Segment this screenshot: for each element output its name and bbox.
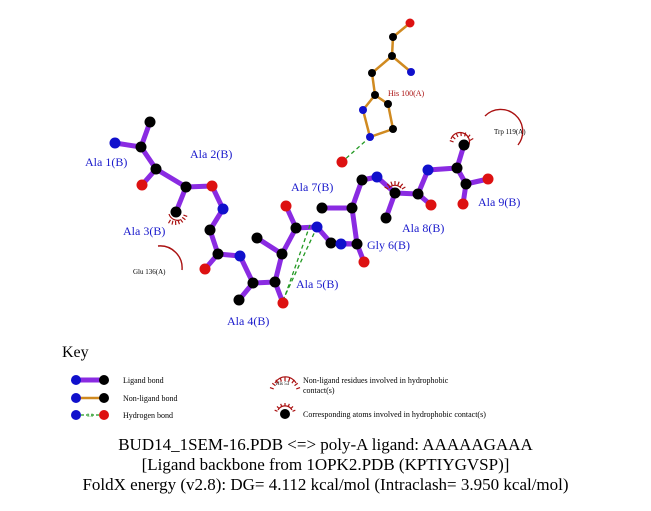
hydrophobic-tick: [271, 382, 276, 387]
hydrogen-bonds: [282, 136, 371, 301]
label-gly6: Gly 6(B): [367, 238, 410, 252]
hydrophobic-tick: [288, 377, 291, 382]
key-hydrophobic-sample: His 53: [276, 382, 290, 387]
hydrophobic-tick: [464, 132, 467, 137]
hydrophobic-tick: [399, 183, 404, 188]
hydrophobic-tick: [449, 139, 454, 143]
caption-line-1: BUD14_1SEM-16.PDB <=> poly-A ligand: AAA…: [118, 435, 533, 454]
key-hydrophobic-line1: Non-ligand residues involved in hydropho…: [303, 376, 449, 385]
label-ala1: Ala 1(B): [85, 155, 127, 169]
hydrophobic-tick: [469, 137, 474, 142]
hydrophobic-tick: [275, 379, 279, 384]
key-hbond-distance: 3.0: [87, 414, 94, 419]
label-his100: His 100(A): [388, 89, 425, 98]
hydrophobic-tick: [183, 214, 188, 218]
non-ligand-bonds: [361, 21, 413, 139]
atoms: [109, 18, 494, 309]
corresponding-atom-arcs: [167, 131, 474, 226]
hydrophobic-tick: [171, 220, 174, 225]
hydrophobic-tick: [274, 409, 278, 412]
hydrophobic-tick: [451, 135, 456, 140]
hydrophobic-tick: [296, 386, 301, 390]
hydrophobic-tick: [177, 220, 181, 225]
hydrophobic-arc-glu136: [157, 245, 183, 271]
hydrophobic-tick: [269, 386, 274, 390]
hydrophobic-tick: [167, 219, 172, 224]
label-ala5: Ala 5(B): [296, 277, 338, 291]
label-ala2: Ala 2(B): [190, 147, 232, 161]
caption-line-2: [Ligand backbone from 1OPK2.PDB (KPTIYGV…: [141, 455, 510, 474]
label-ala9: Ala 9(B): [478, 195, 520, 209]
hydrophobic-tick: [455, 133, 459, 138]
key-legend: Key Ligand bond Non-ligand bond 3.0 Hydr…: [62, 344, 486, 420]
hydrophobic-tick: [467, 134, 471, 139]
key-corresponding-label: Corresponding atoms involved in hydropho…: [303, 410, 486, 419]
hydrophobic-tick: [397, 181, 400, 186]
label-ala8: Ala 8(B): [402, 221, 444, 235]
label-glu136: Glu 136(A): [133, 268, 166, 276]
hydrophobic-tick: [384, 186, 389, 190]
hydrophobic-tick: [181, 216, 186, 221]
hydrophobic-tick: [292, 409, 296, 412]
hydrophobic-tick: [279, 377, 282, 382]
hydrophobic-tick: [290, 406, 294, 409]
hydrophobic-tick: [294, 382, 299, 387]
label-ala4: Ala 4(B): [227, 314, 269, 328]
label-trp119: Trp 119(A): [494, 128, 526, 136]
key-title: Key: [62, 344, 89, 361]
hydrophobic-tick: [179, 218, 184, 223]
hydrophobic-tick: [280, 403, 283, 407]
hydrophobic-tick: [276, 406, 280, 409]
key-hydrophobic-line2: contact(s): [303, 386, 335, 395]
hydrophobic-tick: [390, 181, 393, 186]
hydrophobic-tick: [291, 379, 295, 384]
hydrophobic-tick: [401, 186, 406, 190]
label-ala7: Ala 7(B): [291, 180, 333, 194]
hydrophobic-arc-trp119: [484, 108, 524, 146]
key-hbond-label: Hydrogen bond: [123, 411, 173, 420]
caption-line-3: FoldX energy (v2.8): DG= 4.112 kcal/mol …: [82, 475, 569, 494]
hydrophobic-tick: [386, 183, 391, 188]
label-ala3: Ala 3(B): [123, 224, 165, 238]
hydrophobic-tick: [287, 403, 290, 407]
ligand-residue-labels: Ala 1(B) Ala 2(B) Ala 3(B) Ala 4(B) Ala …: [85, 147, 520, 328]
key-ligand-bond-label: Ligand bond: [123, 376, 164, 385]
key-non-ligand-bond-label: Non-ligand bond: [123, 394, 177, 403]
non-ligand-residue-labels: His 100(A) Trp 119(A) Glu 136(A): [133, 89, 526, 276]
